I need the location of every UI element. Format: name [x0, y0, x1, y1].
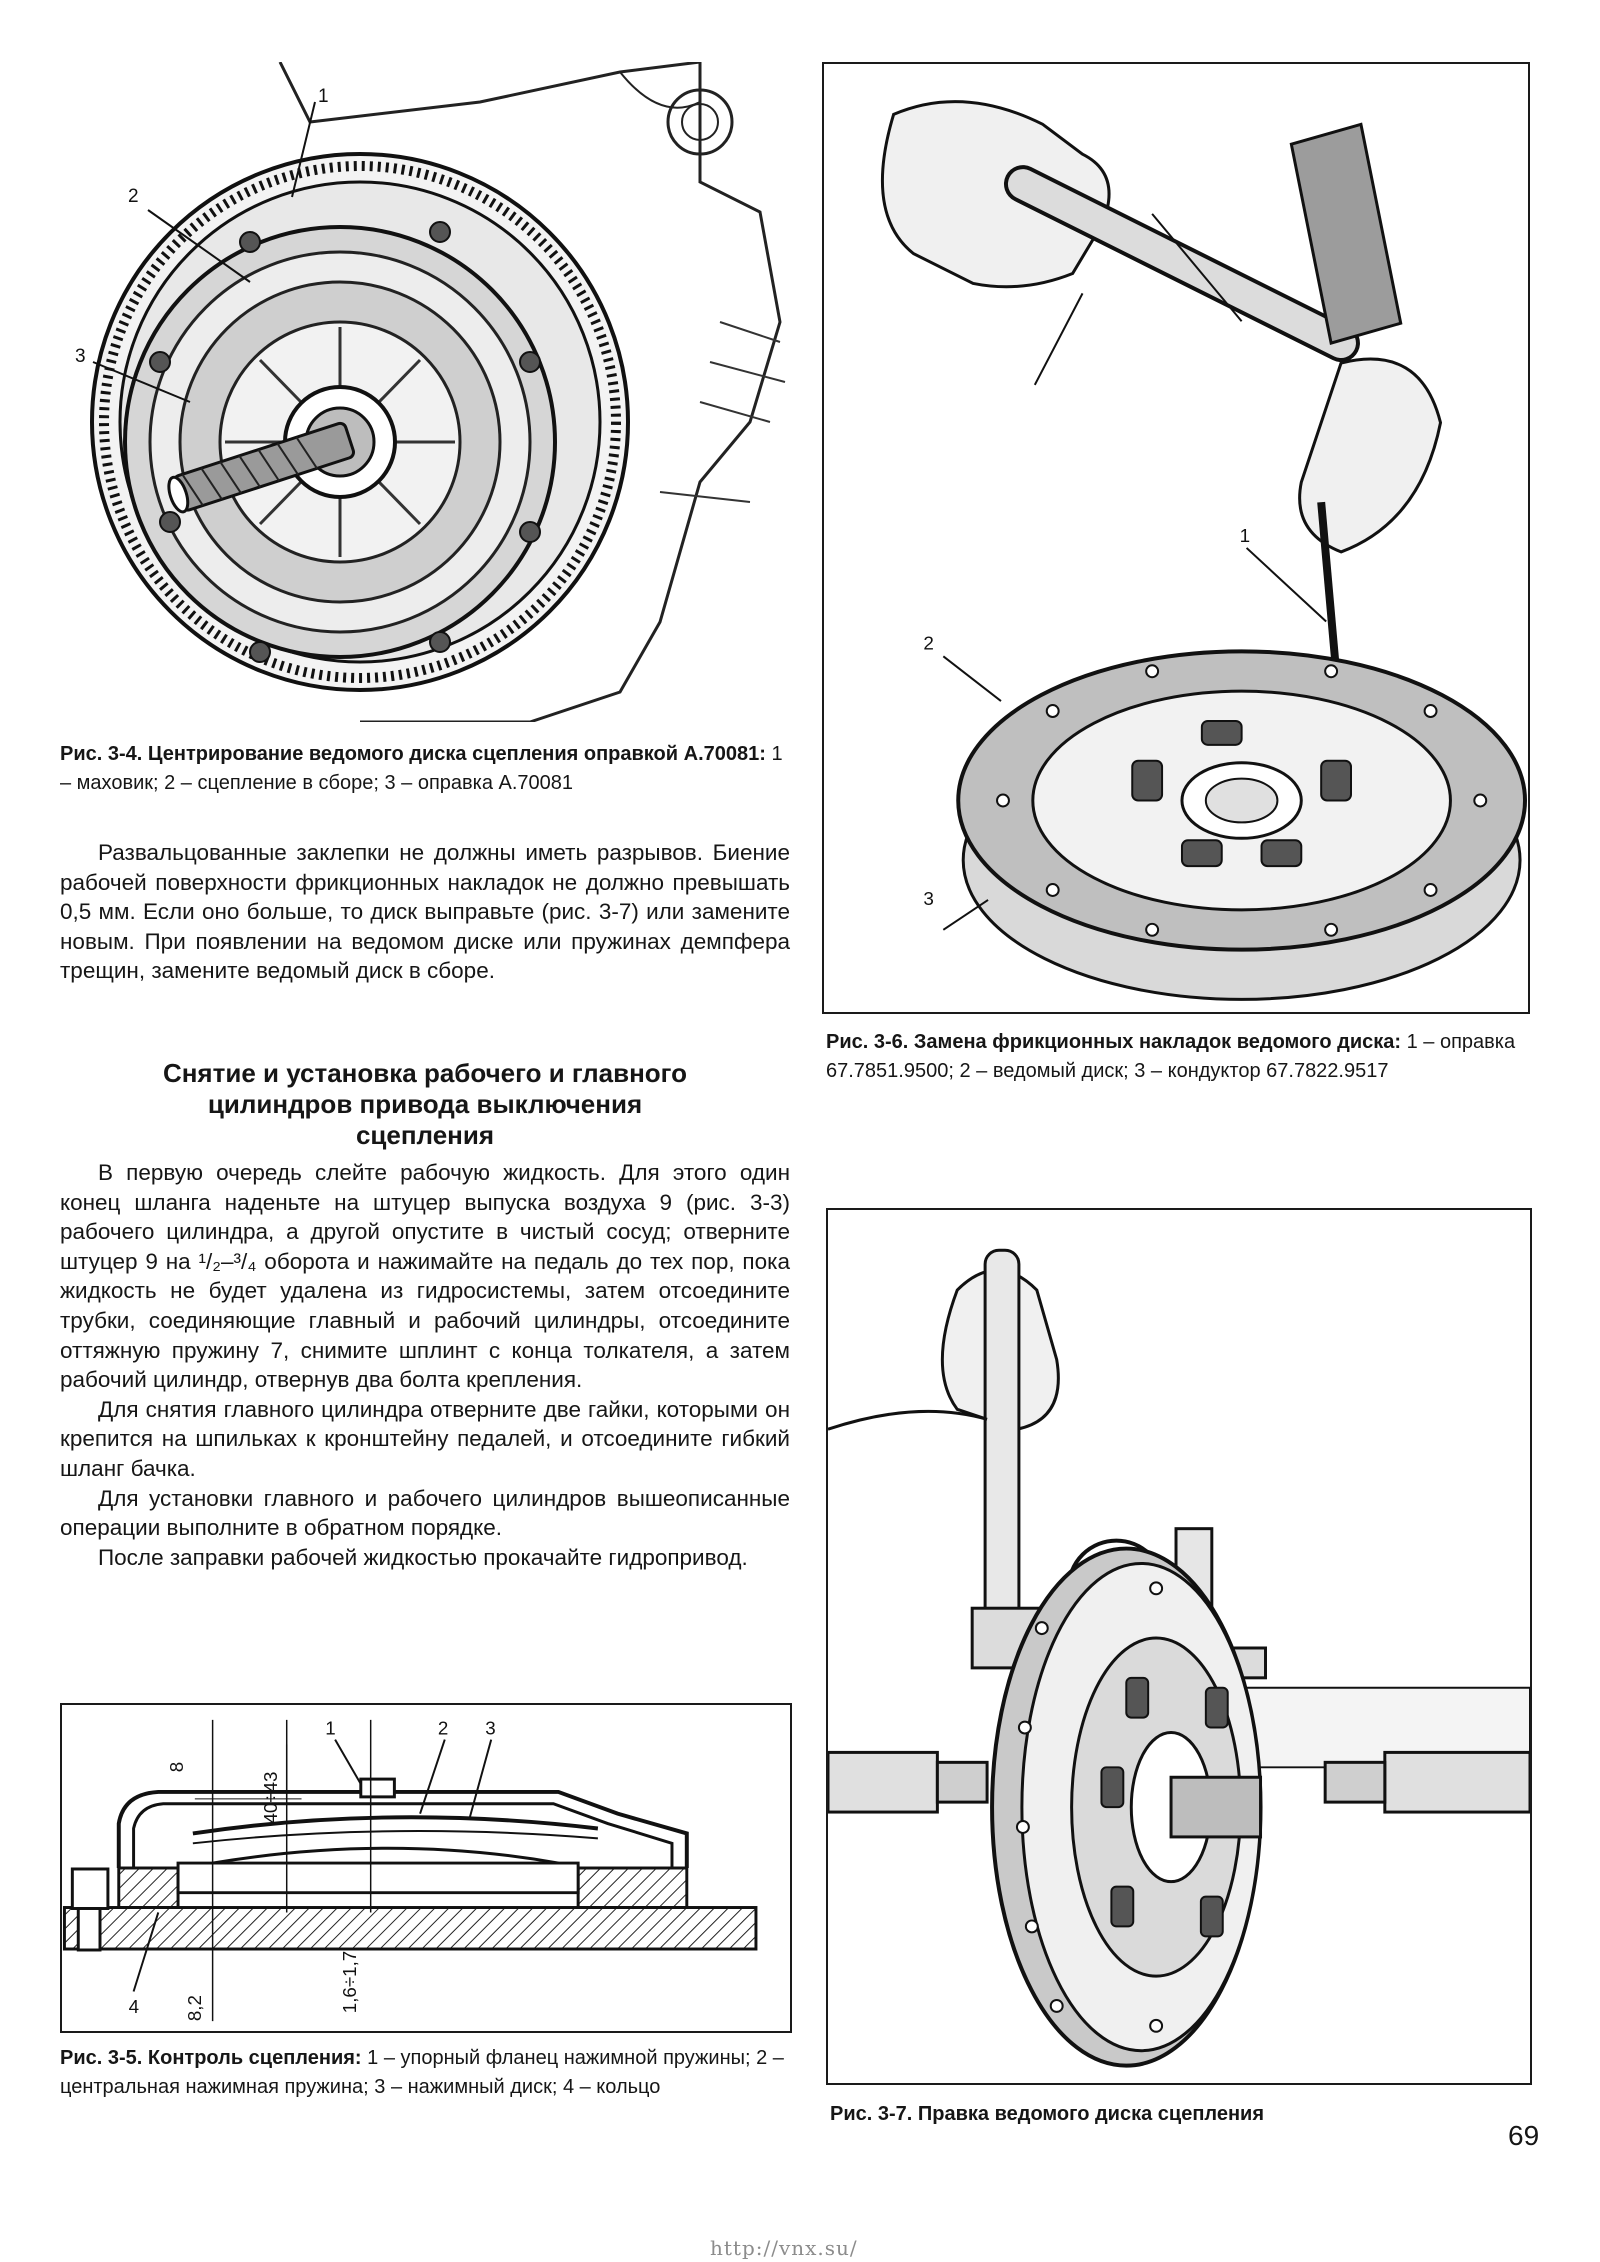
paragraph-drain: В первую очередь слейте рабочую жидкость… [60, 1158, 790, 1395]
paragraph-drain-part2: оборота и нажимайте на педаль до тех пор… [60, 1248, 790, 1393]
callout-1: 1 [318, 86, 329, 107]
caption-fig-3-4-text: 1 – маховик; 2 – сцепление в сборе; 3 – … [60, 743, 783, 794]
dimension-40-43: 40÷43 [260, 1772, 281, 1824]
callout-1: 1 [1240, 526, 1251, 547]
caption-fig-3-4-title: Рис. 3-4. Центрирование ведомого диска с… [60, 743, 766, 765]
callout-3: 3 [485, 1718, 495, 1739]
clutch-check-section-drawing: 8 40÷43 8,2 1,6÷1,7 1 2 3 4 [62, 1718, 758, 2021]
caption-fig-3-7-title: Рис. 3-7. Правка ведомого диска сцеплени… [830, 2103, 1265, 2125]
caption-fig-3-6-text: 1 – оправка 67.7851.9500; 2 – ведомый ди… [826, 1031, 1516, 1082]
section-heading: Снятие и установка рабочего и главного ц… [60, 1058, 790, 1151]
heading-line-1: Снятие и установка рабочего и главного [162, 1058, 688, 1088]
clutch-centering-illustration: 1 2 3 [75, 62, 786, 722]
paragraph-drain-part1: В первую очередь слейте рабочую жидкость… [60, 1160, 790, 1274]
callout-2: 2 [438, 1718, 448, 1739]
fraction-turns: ¹/₂–³/₄ [198, 1248, 257, 1274]
figure-3-7 [826, 1208, 1532, 2085]
body-section-text: В первую очередь слейте рабочую жидкость… [60, 1158, 790, 1572]
heading-line-2: цилиндров привода выключения [207, 1089, 643, 1119]
callout-4: 4 [129, 1996, 139, 2017]
callout-2: 2 [923, 633, 934, 654]
dimension-8: 8 [166, 1762, 187, 1772]
caption-fig-3-4: Рис. 3-4. Центрирование ведомого диска с… [60, 740, 790, 798]
dimension-1-6-1-7: 1,6÷1,7 [339, 1951, 360, 2013]
friction-lining-replacement-illustration: 1 2 3 [880, 100, 1528, 1001]
disc-straightening-illustration [828, 1248, 1530, 2068]
caption-fig-3-7: Рис. 3-7. Правка ведомого диска сцеплени… [830, 2100, 1530, 2129]
paragraph-rivets: Развальцованные заклепки не должны иметь… [60, 840, 790, 984]
page-number: 69 [1508, 2120, 1540, 2151]
figure-3-4: 1 2 3 [60, 62, 790, 722]
figure-3-5: 8 40÷43 8,2 1,6÷1,7 1 2 3 4 [60, 1703, 792, 2033]
heading-line-3: сцепления [355, 1120, 495, 1150]
figure-3-6: 1 2 3 [822, 62, 1530, 1014]
callout-2: 2 [128, 186, 139, 207]
dimension-8-2: 8,2 [184, 1995, 205, 2021]
callout-3: 3 [923, 889, 934, 910]
caption-fig-3-6-title: Рис. 3-6. Замена фрикционных накладок ве… [826, 1031, 1402, 1053]
footer-url[interactable]: http://vnx.su/ [710, 2236, 858, 2260]
caption-fig-3-5-title: Рис. 3-5. Контроль сцепления: [60, 2047, 362, 2069]
caption-fig-3-6: Рис. 3-6. Замена фрикционных накладок ве… [826, 1028, 1532, 1086]
body-paragraph-rivets: Развальцованные заклепки не должны иметь… [60, 838, 790, 986]
caption-fig-3-5: Рис. 3-5. Контроль сцепления: 1 – упорны… [60, 2044, 790, 2102]
caption-fig-3-5-text: 1 – упорный фланец нажимной пружины; 2 –… [60, 2047, 784, 2098]
paragraph-master-cylinder: Для снятия главного цилиндра отверните д… [60, 1396, 790, 1481]
paragraph-bleed: После заправки рабочей жидкостью прокача… [98, 1544, 748, 1570]
callout-1: 1 [325, 1718, 335, 1739]
callout-3: 3 [75, 346, 86, 367]
paragraph-install: Для установки главного и рабочего цилинд… [60, 1485, 790, 1541]
